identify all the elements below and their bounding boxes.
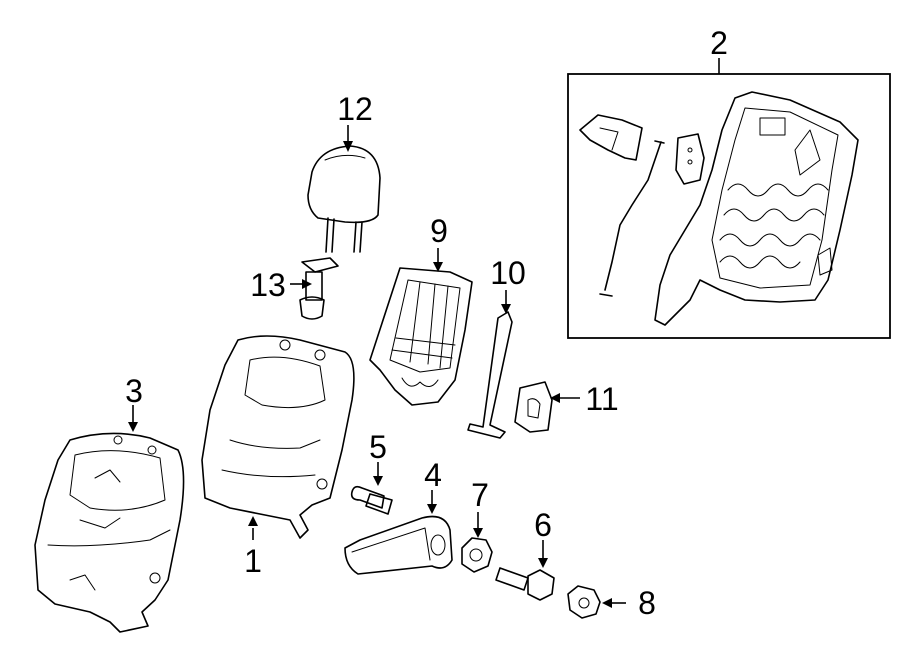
inset-box [567,73,891,339]
callout-13: 13 [250,267,286,303]
part-12-headrest[interactable] [307,125,381,253]
callout-8: 8 [638,585,656,621]
callout-10: 10 [490,255,526,291]
callout-2: 2 [710,25,728,61]
callout-12: 12 [337,91,373,127]
callout-9: 9 [430,213,448,249]
part-11-cover-clip[interactable] [514,381,580,433]
part-5-pin[interactable] [350,462,393,515]
part-4-lever-cover[interactable] [344,490,453,575]
callout-1: 1 [244,543,262,579]
part-1-seat-back-cover[interactable] [201,335,355,540]
part-10-rod[interactable] [467,290,513,439]
callout-6: 6 [534,507,552,543]
part-2-frame-assembly[interactable] [567,58,891,339]
part-13-headrest-guide[interactable] [290,257,339,320]
part-3-seat-back-pad[interactable] [34,405,185,633]
callout-7: 7 [471,477,489,513]
callout-5: 5 [369,429,387,465]
part-8-flange-nut[interactable] [567,585,626,619]
callout-11: 11 [585,381,618,417]
part-6-bolt[interactable] [495,540,555,601]
part-9-back-panel[interactable] [369,248,473,406]
callout-3: 3 [125,373,143,409]
callout-4: 4 [424,457,442,493]
part-7-nut[interactable] [461,512,493,573]
